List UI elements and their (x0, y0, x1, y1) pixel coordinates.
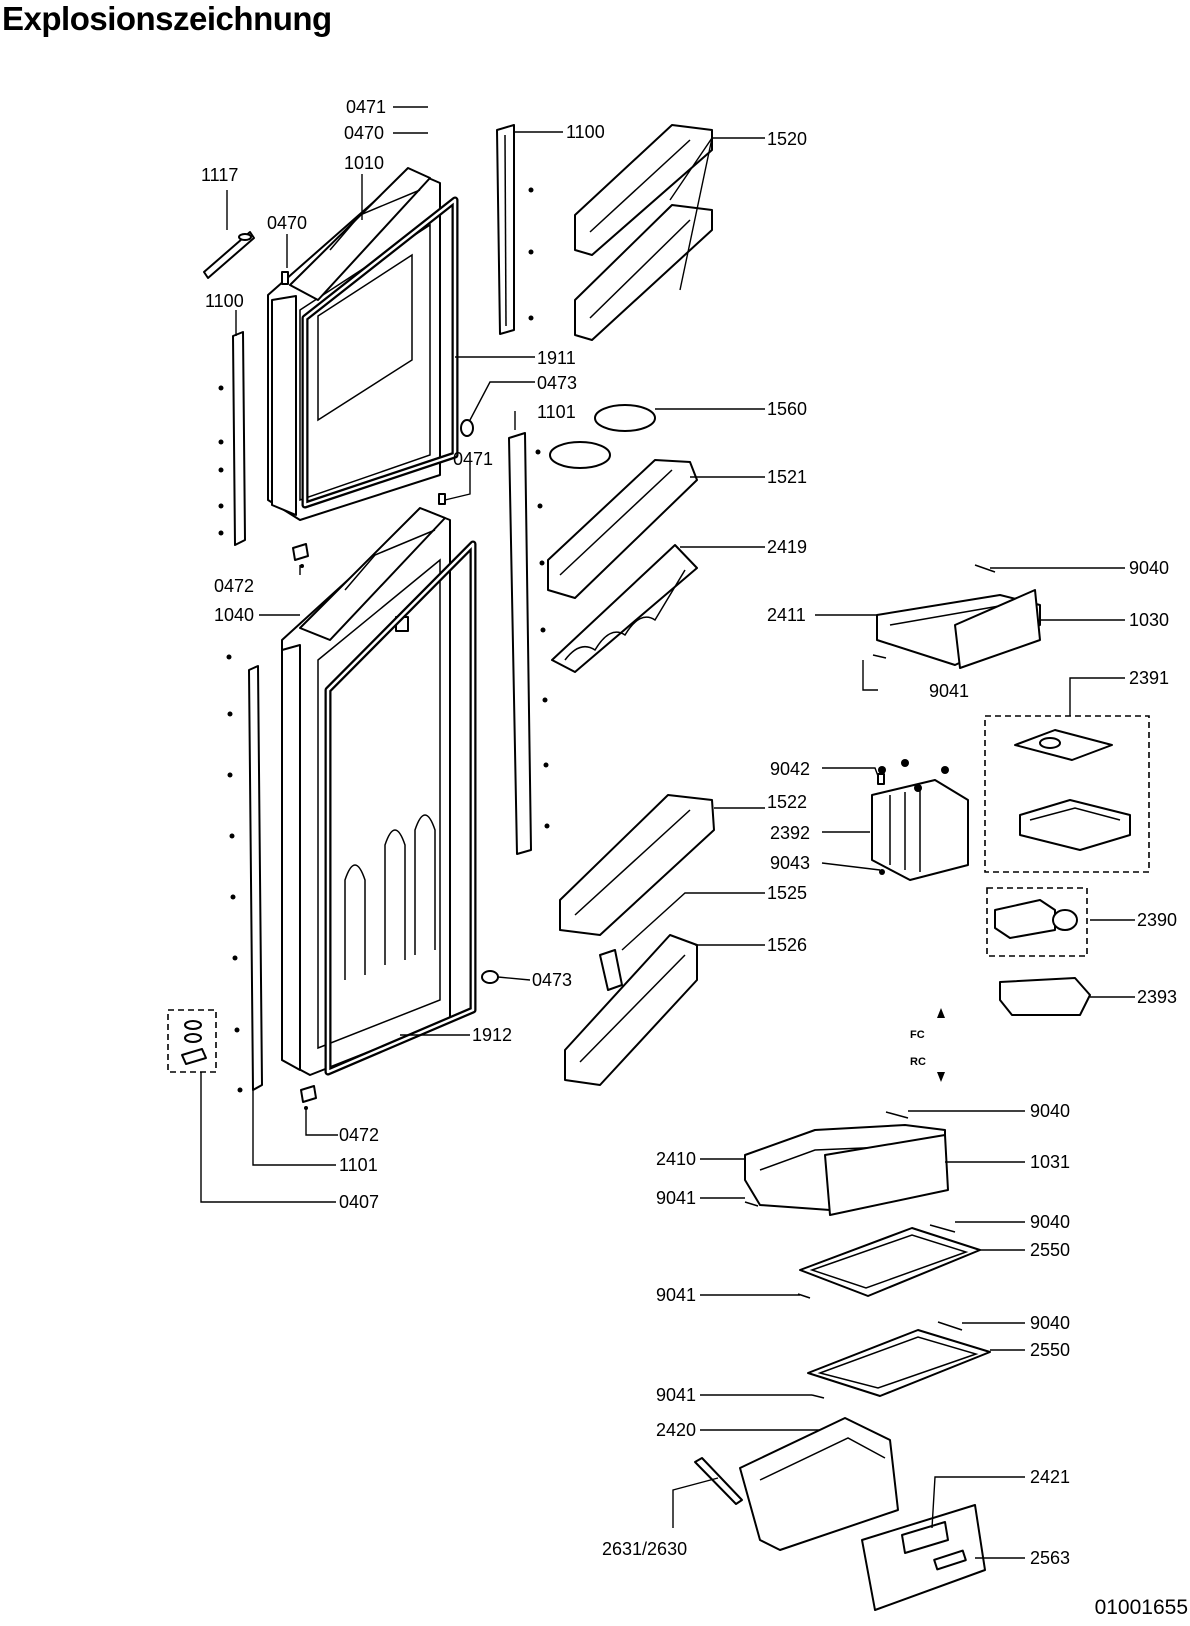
label-1521: 1521 (767, 467, 807, 487)
screws-9040-top (974, 564, 996, 573)
bottle-clip-1525 (599, 949, 623, 991)
freezer-door-gasket-1911 (301, 196, 459, 509)
cable-part-1117 (203, 231, 255, 279)
label-9041: 9041 (656, 1285, 696, 1305)
label-0472: 0472 (214, 576, 254, 596)
label-2392: 2392 (770, 823, 810, 843)
label-1526: 1526 (767, 935, 807, 955)
crisper-drawer-2420 (739, 1417, 899, 1551)
rail-2631-2630 (694, 1457, 743, 1505)
label-2390: 2390 (1137, 910, 1177, 930)
leader-lines (200, 106, 1135, 1559)
label-1520: 1520 (767, 129, 807, 149)
assembly-2391 (984, 715, 1150, 873)
bushing-0473-upper (460, 419, 474, 437)
label-9040: 9040 (1030, 1101, 1070, 1121)
label-0473: 0473 (532, 970, 572, 990)
fan-housing-2392 (871, 759, 969, 881)
label-0471: 0471 (453, 449, 493, 469)
label-1100: 1100 (566, 122, 605, 142)
direction-marks (937, 1008, 945, 1082)
label-2631-2630: 2631/2630 (602, 1539, 687, 1559)
door-shelf-1522 (559, 794, 715, 936)
label-2393: 2393 (1137, 987, 1177, 1007)
label-0472: 0472 (339, 1125, 379, 1145)
glass-shelf-2550-upper (797, 1224, 981, 1299)
label-rc: RC (910, 1056, 926, 1068)
label-0470: 0470 (267, 213, 307, 233)
hinge-screw-0470 (281, 271, 289, 285)
fridge-door-1040 (281, 507, 451, 1076)
label-2563: 2563 (1030, 1548, 1070, 1568)
label-9040: 9040 (1030, 1212, 1070, 1232)
label-9041: 9041 (929, 681, 969, 701)
screws-9041-mid (744, 1201, 759, 1207)
fridge-door-gasket-1912 (324, 540, 477, 1076)
cover-2393 (999, 977, 1091, 1016)
drawer-cover-1031 (824, 1134, 949, 1216)
label-1911: 1911 (537, 348, 576, 368)
part-2390 (986, 887, 1088, 957)
door-shelf-1520-top (574, 124, 713, 256)
label-2421: 2421 (1030, 1467, 1070, 1487)
glass-shelf-2550-lower (807, 1321, 991, 1399)
pin-0471-mid (438, 493, 446, 505)
screws-9040-mid (885, 1111, 909, 1119)
bushing-0473-lower (481, 970, 499, 984)
screw-9042 (877, 773, 885, 785)
label-9041: 9041 (656, 1188, 696, 1208)
label-0407: 0407 (339, 1192, 379, 1212)
label-2410: 2410 (656, 1149, 696, 1169)
label-1522: 1522 (767, 792, 807, 812)
screw-9043 (879, 869, 885, 875)
label-9042: 9042 (770, 759, 810, 779)
label-2420: 2420 (656, 1420, 696, 1440)
label-2550: 2550 (1030, 1340, 1070, 1360)
freezer-door-1010 (267, 167, 441, 521)
label-0470: 0470 (344, 123, 384, 143)
drawer-front-2563 (861, 1504, 986, 1611)
door-shelf-1526 (564, 934, 698, 1086)
label-fc: FC (910, 1029, 925, 1041)
label-1030: 1030 (1129, 610, 1169, 630)
freezer-hinge-strip-1100-left (218, 331, 246, 546)
label-2419: 2419 (767, 537, 807, 557)
label-9040: 9040 (1129, 558, 1169, 578)
label-0471: 0471 (346, 97, 386, 117)
label-1040: 1040 (214, 605, 254, 625)
label-0473: 0473 (537, 373, 577, 393)
door-shelf-1520-bottom (574, 204, 713, 341)
screw-kit-0407 (167, 1009, 217, 1073)
label-1100: 1100 (205, 291, 244, 311)
label-9041: 9041 (656, 1385, 696, 1405)
label-2391: 2391 (1129, 668, 1169, 688)
egg-tray-1560 (549, 404, 656, 469)
page-title: Explosionszeichnung (2, 0, 332, 37)
hinge-0472-lower (300, 1085, 317, 1110)
label-1101: 1101 (537, 402, 576, 422)
hinge-0472-upper (292, 543, 309, 568)
label-9040: 9040 (1030, 1313, 1070, 1333)
label-1560: 1560 (767, 399, 807, 419)
label-2411: 2411 (767, 605, 806, 625)
handle-2421 (901, 1521, 949, 1554)
label-1117: 1117 (201, 165, 238, 185)
label-1031: 1031 (1030, 1152, 1070, 1172)
bottle-holder-2419 (551, 544, 698, 673)
door-shelf-1521 (547, 459, 698, 599)
fridge-strip-1101-right (508, 432, 550, 855)
label-1101: 1101 (339, 1155, 378, 1175)
fridge-strip-1101-left (226, 654, 263, 1093)
label-1010: 1010 (344, 153, 384, 173)
document-id: 01001655 (1094, 1596, 1188, 1619)
label-9043: 9043 (770, 853, 810, 873)
door-strip-1100-right (496, 124, 534, 335)
drawer-front-1030 (954, 589, 1041, 669)
label-1525: 1525 (767, 883, 807, 903)
label-2550: 2550 (1030, 1240, 1070, 1260)
part-labels: 0471 0470 1010 1117 0470 1100 1100 1520 … (201, 97, 1177, 1568)
screws-9041-top (872, 654, 887, 659)
label-1912: 1912 (472, 1025, 512, 1045)
